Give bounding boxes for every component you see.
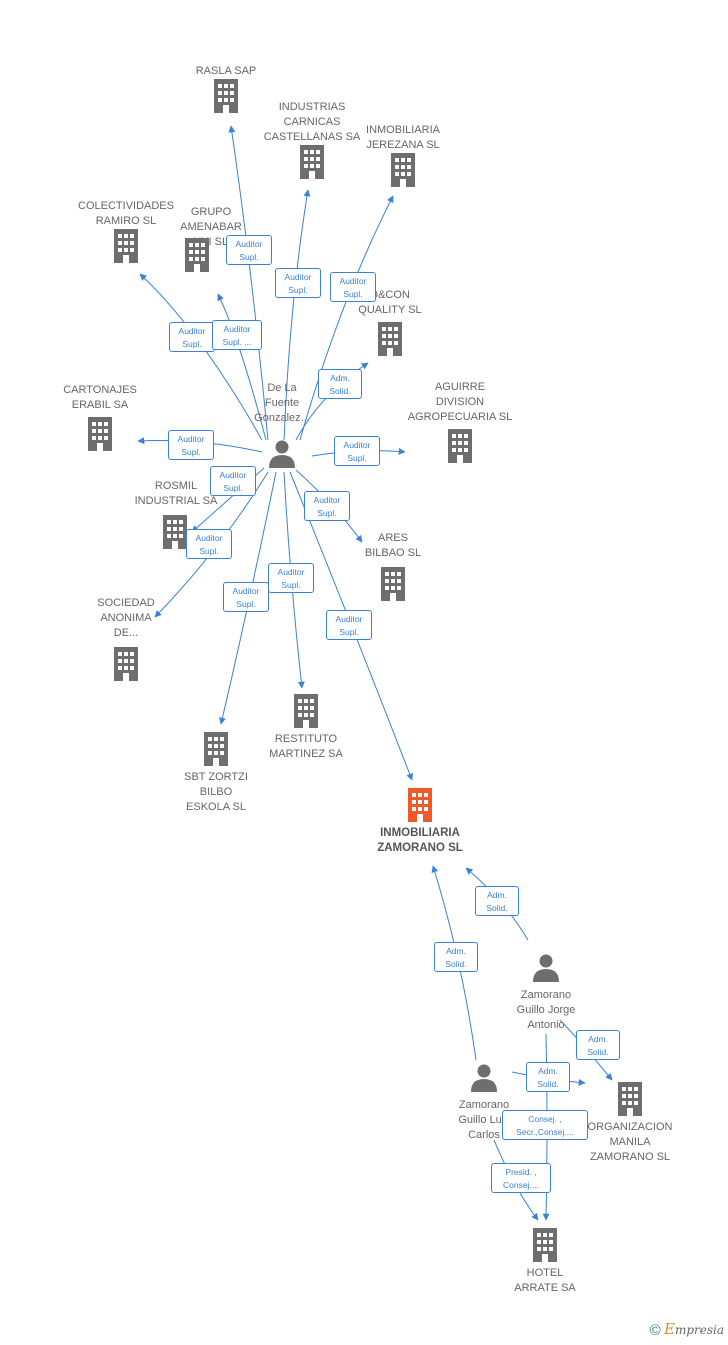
building-icon — [163, 515, 187, 549]
node-label: ORGANIZACION MANILA ZAMORANO SL — [587, 1121, 673, 1163]
edge-label-auditor-grupo[interactable]: Auditor Supl. ... — [212, 320, 262, 350]
building-icon — [300, 145, 324, 179]
edge-label-auditor-rosmil[interactable]: Auditor Supl. — [210, 466, 256, 496]
node-label: RASLA SAP — [195, 65, 257, 77]
node-label: SBT ZORTZI BILBO ESKOLA SL — [184, 771, 248, 813]
node-label: ROSMIL INDUSTRIAL SA — [134, 480, 218, 507]
node-label: ARES BILBAO SL — [364, 532, 422, 559]
node-sbt-zortzi[interactable]: SBT ZORTZI BILBO ESKOLA SL — [166, 732, 266, 815]
edge-delafuente-grupo — [217, 293, 267, 441]
node-label: De La Fuente Gonzalez... — [254, 382, 310, 424]
edge-delafuente-rosmil — [191, 467, 265, 533]
edge-label-auditor-aguirre[interactable]: Auditor Supl. — [334, 436, 380, 466]
node-label: AGUIRRE DIVISION AGROPECUARIA SL — [407, 381, 513, 423]
building-icon — [88, 417, 112, 451]
edge-label-consej-hotel[interactable]: Consej. , Secr.,Consej.... — [502, 1110, 588, 1140]
edge-label-adm-luis-zamorano[interactable]: Adm. Solid. — [434, 942, 478, 972]
edge-label-adm-luis-organizacion[interactable]: Adm. Solid. — [526, 1062, 570, 1092]
building-icon — [204, 732, 228, 766]
person-icon — [533, 954, 559, 982]
building-icon — [381, 567, 405, 601]
person-jorge-antonio[interactable]: Zamorano Guillo Jorge Antonio — [496, 952, 596, 1033]
node-label: INMOBILIARIA ZAMORANO SL — [377, 827, 463, 854]
node-ares-bilbao[interactable]: ARES BILBAO SL — [348, 531, 438, 601]
edge-label-auditor-industrias[interactable]: Auditor Supl. — [275, 268, 321, 298]
node-dcon-quality[interactable]: D&CON QUALITY SL — [342, 288, 438, 356]
edge-label-presid-hotel[interactable]: Presid. , Consej.... — [491, 1163, 551, 1193]
node-hotel-arrate[interactable]: HOTEL ARRATE SA — [500, 1228, 590, 1296]
edge-label-auditor-sociedad[interactable]: Auditor Supl. — [186, 529, 232, 559]
node-label: HOTEL ARRATE SA — [514, 1267, 576, 1294]
node-label: SOCIEDAD ANONIMA DE... — [97, 597, 155, 639]
building-icon — [214, 79, 238, 113]
node-industrias-carnicas[interactable]: INDUSTRIAS CARNICAS CASTELLANAS SA — [252, 100, 372, 179]
edge-label-auditor-restituto[interactable]: Auditor Supl. — [268, 563, 314, 593]
node-sociedad-anonima[interactable]: SOCIEDAD ANONIMA DE... — [80, 596, 172, 681]
node-aguirre-division[interactable]: AGUIRRE DIVISION AGROPECUARIA SL — [400, 380, 520, 463]
building-icon — [185, 238, 209, 272]
building-icon — [533, 1228, 557, 1262]
building-icon-highlighted — [408, 788, 432, 822]
node-rasla-sap[interactable]: RASLA SAP — [176, 64, 276, 113]
edge-label-auditor-zamorano[interactable]: Auditor Supl. — [326, 610, 372, 640]
building-icon — [391, 153, 415, 187]
node-label: INMOBILIARIA JEREZANA SL — [366, 124, 440, 151]
node-label: INDUSTRIAS CARNICAS CASTELLANAS SA — [263, 101, 361, 143]
building-icon — [114, 647, 138, 681]
edge-delafuente-industrias — [283, 189, 311, 441]
edge-label-adm-dcon[interactable]: Adm. Solid. — [318, 369, 362, 399]
node-restituto-martinez[interactable]: RESTITUTO MARTINEZ SA — [254, 694, 358, 762]
building-icon — [114, 229, 138, 263]
node-grupo-amenabar[interactable]: GRUPO AMENABAR XXI SL — [170, 205, 252, 272]
edge-label-auditor-cartonajes[interactable]: Auditor Supl. — [168, 430, 214, 460]
building-icon — [294, 694, 318, 728]
brand-name: mpresia — [674, 1323, 724, 1337]
edge-label-auditor-rasla[interactable]: Auditor Supl. — [226, 235, 272, 265]
edge-delafuente-rasla — [228, 125, 269, 441]
node-inmobiliaria-jerezana[interactable]: INMOBILIARIA JEREZANA SL — [350, 123, 456, 187]
node-label: Zamorano Guillo Jorge Antonio — [516, 989, 576, 1031]
node-cartonajes-erabil[interactable]: CARTONAJES ERABIL SA — [50, 383, 150, 451]
node-inmobiliaria-zamorano[interactable]: INMOBILIARIA ZAMORANO SL — [360, 788, 480, 856]
node-organizacion-manila[interactable]: ORGANIZACION MANILA ZAMORANO SL — [578, 1082, 682, 1165]
brand-initial: E — [663, 1320, 675, 1338]
node-label: CARTONAJES ERABIL SA — [63, 384, 137, 411]
node-label: COLECTIVIDADES RAMIRO SL — [78, 200, 174, 227]
node-rosmil-industrial[interactable]: ROSMIL INDUSTRIAL SA — [124, 479, 228, 549]
edge-label-auditor-sbt[interactable]: Auditor Supl. — [223, 582, 269, 612]
building-icon — [448, 429, 472, 463]
edge-label-auditor-ares[interactable]: Auditor Supl. — [304, 491, 350, 521]
copyright-symbol: © — [649, 1322, 661, 1339]
building-icon — [378, 322, 402, 356]
edge-label-auditor-colectividades[interactable]: Auditor Supl. — [169, 322, 215, 352]
person-icon — [269, 440, 295, 468]
edge-label-adm-jorge-zamorano[interactable]: Adm. Solid. — [475, 886, 519, 916]
edge-label-auditor-jerezana[interactable]: Auditor Supl. — [330, 272, 376, 302]
empresia-logo: © Empresia — [650, 1320, 724, 1339]
node-colectividades-ramiro[interactable]: COLECTIVIDADES RAMIRO SL — [70, 199, 182, 263]
node-label: RESTITUTO MARTINEZ SA — [269, 733, 343, 760]
node-label: D&CON QUALITY SL — [358, 289, 422, 316]
edge-label-adm-jorge-organizacion[interactable]: Adm. Solid. — [576, 1030, 620, 1060]
person-icon — [471, 1064, 497, 1092]
person-de-la-fuente[interactable]: De La Fuente Gonzalez... — [232, 381, 332, 468]
edge-delafuente-jerezana — [299, 195, 394, 441]
building-icon — [618, 1082, 642, 1116]
